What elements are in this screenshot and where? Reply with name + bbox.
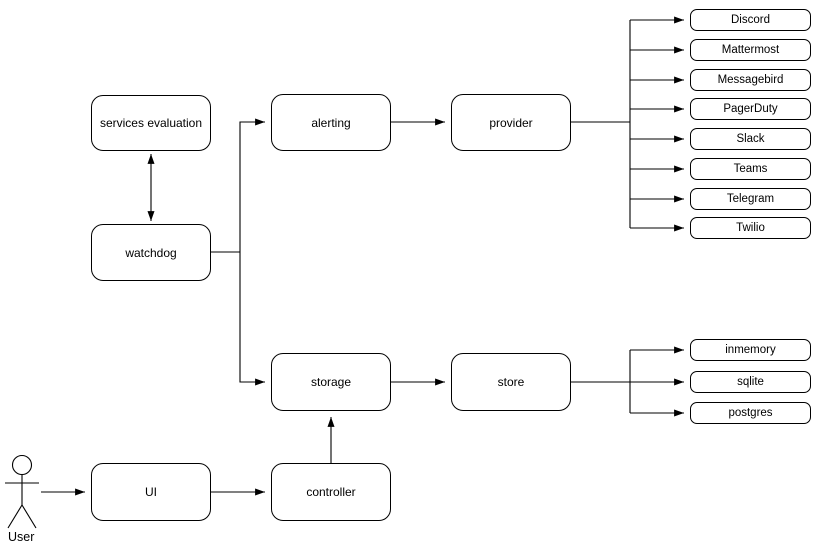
node-provider-mattermost[interactable]: Mattermost: [690, 39, 811, 61]
node-alerting[interactable]: alerting: [271, 94, 391, 151]
node-watchdog[interactable]: watchdog: [91, 224, 211, 281]
node-provider-slack[interactable]: Slack: [690, 128, 811, 150]
node-store-postgres[interactable]: postgres: [690, 402, 811, 424]
edge-watchdog-alerting: [239, 118, 265, 252]
node-services-evaluation[interactable]: services evaluation: [91, 95, 211, 151]
node-provider-teams[interactable]: Teams: [690, 158, 811, 180]
node-provider-messagebird[interactable]: Messagebird: [690, 69, 811, 91]
node-provider-telegram[interactable]: Telegram: [690, 188, 811, 210]
node-controller[interactable]: controller: [271, 463, 391, 521]
node-store-inmemory[interactable]: inmemory: [690, 339, 811, 361]
node-ui[interactable]: UI: [91, 463, 211, 521]
node-provider-pagerduty[interactable]: PagerDuty: [690, 98, 811, 120]
node-store-sqlite[interactable]: sqlite: [690, 371, 811, 393]
node-provider-twilio[interactable]: Twilio: [690, 217, 811, 239]
user-actor-label: User: [8, 530, 35, 544]
node-store[interactable]: store: [451, 353, 571, 411]
edge-watchdog-storage: [239, 252, 265, 386]
node-provider-discord[interactable]: Discord: [690, 9, 811, 31]
node-storage[interactable]: storage: [271, 353, 391, 411]
node-provider[interactable]: provider: [451, 94, 571, 151]
stick-figure-icon: [5, 454, 39, 529]
